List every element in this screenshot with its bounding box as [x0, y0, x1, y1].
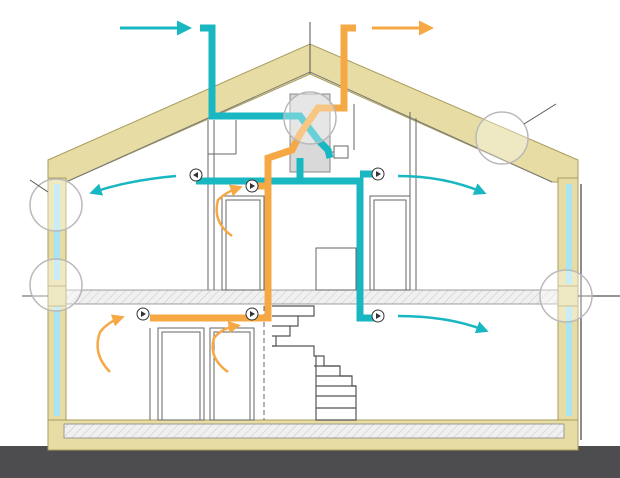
- staircase: [272, 305, 357, 421]
- roof-inner-line: [65, 71, 553, 183]
- first-floor-slab: [63, 289, 559, 305]
- valve-icon: [245, 179, 259, 193]
- upper-left-supply-arrow: [89, 174, 177, 196]
- right-lower-window: [566, 304, 572, 416]
- valve-icon: [245, 307, 259, 321]
- valve-icon: [371, 309, 385, 323]
- fresh-air-ducts: [196, 24, 378, 322]
- upper-interior-walls: [207, 104, 417, 291]
- ground: [0, 446, 620, 478]
- mvhr-control-box: [333, 145, 349, 159]
- lower-middle-extract-arrow: [211, 320, 241, 374]
- left-lower-window: [54, 304, 60, 416]
- detail-leader-line: [523, 103, 557, 125]
- fresh-air-intake-duct: [200, 24, 290, 120]
- fresh-air-supply-duct: [196, 177, 378, 322]
- left-upper-window: [54, 184, 60, 280]
- valve-icon: [189, 168, 203, 182]
- detail-leader-line: [29, 179, 49, 193]
- detail-circle-icon: [29, 91, 593, 323]
- lower-interior-walls: [149, 306, 265, 421]
- extract-duct: [150, 24, 356, 322]
- valve-icon: [371, 167, 385, 181]
- lower-left-extract-arrow: [96, 314, 125, 373]
- ground-floor-slab: [63, 423, 565, 439]
- lower-right-supply-arrow: [397, 314, 489, 334]
- right-upper-window: [566, 184, 572, 284]
- upper-right-supply-arrow: [397, 174, 487, 195]
- upper-extract-arrow: [215, 184, 243, 238]
- valve-icon: [136, 307, 150, 321]
